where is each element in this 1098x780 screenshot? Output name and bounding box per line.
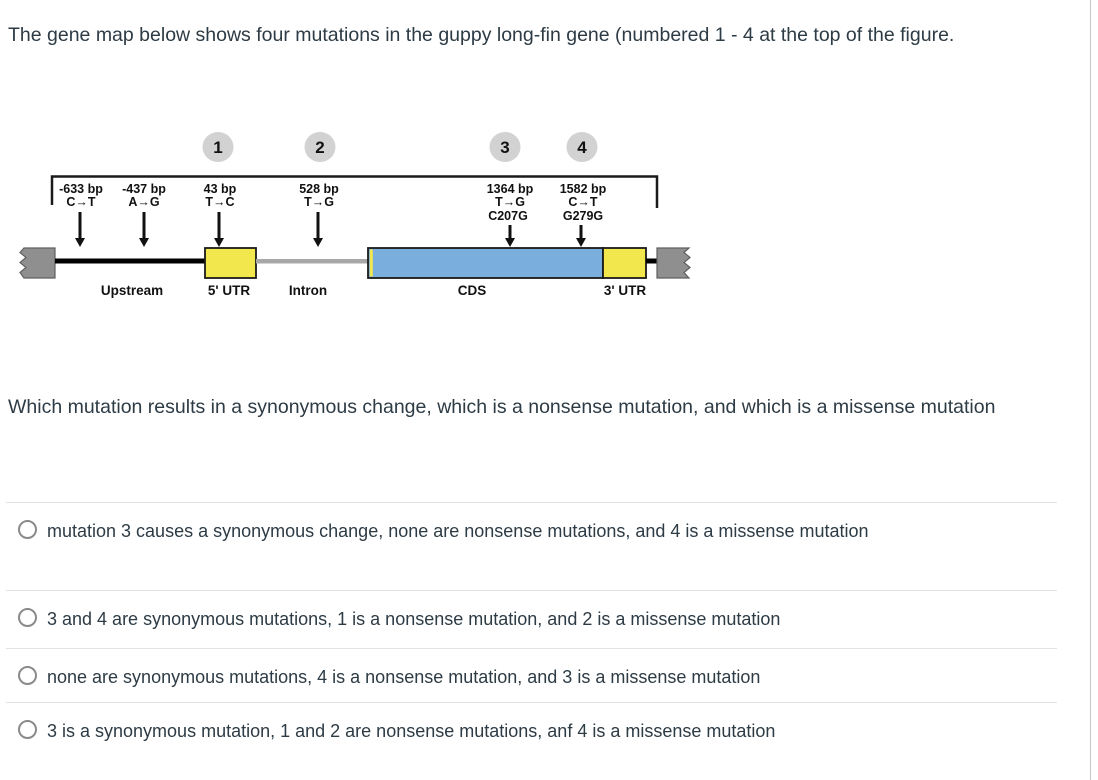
upstream-region-line: [55, 258, 205, 264]
marker-number-2: 2: [315, 138, 324, 157]
mutation-change: T→G: [495, 195, 525, 209]
region-label-intron: Intron: [289, 283, 327, 298]
mutation-labels: -633 bp C→T -437 bp A→G 43 bp T→C 528 bp…: [59, 182, 607, 223]
region-label-3utr: 3' UTR: [604, 283, 646, 298]
mutation-change: A→G: [128, 195, 159, 209]
region-label-cds: CDS: [458, 283, 487, 298]
down-arrow-icon: [313, 212, 323, 247]
mutation-change: C→T: [66, 195, 96, 209]
down-arrow-icon: [139, 212, 149, 247]
mutation-arrows: [75, 212, 586, 247]
flank-left-box: [19, 247, 56, 279]
gene-map-figure: 1 2 3 4 -633 bp C→T -437 bp A→G 43 bp T→…: [19, 132, 691, 298]
region-labels: Upstream 5' UTR Intron CDS 3' UTR: [101, 283, 646, 298]
answer-option-label: mutation 3 causes a synonymous change, n…: [47, 521, 869, 541]
five-prime-utr-box: [204, 247, 257, 279]
down-arrow-icon: [576, 225, 586, 247]
gene-track: [19, 247, 691, 279]
panel-right-border: [1090, 0, 1091, 780]
mutation-position: 1582 bp: [560, 182, 607, 196]
question-intro-text: The gene map below shows four mutations …: [8, 24, 955, 46]
intron-region-line: [256, 259, 369, 264]
marker-circle-3: [489, 132, 521, 162]
region-label-upstream: Upstream: [101, 283, 163, 298]
answer-option-label: none are synonymous mutations, 4 is a no…: [47, 667, 761, 687]
answer-option-label: 3 and 4 are synonymous mutations, 1 is a…: [47, 609, 781, 629]
radio-button[interactable]: [18, 666, 37, 685]
down-arrow-icon: [505, 225, 515, 247]
down-arrow-icon: [214, 212, 224, 247]
mutation-note: G279G: [563, 209, 603, 223]
three-prime-utr-box: [602, 247, 647, 279]
answer-option[interactable]: none are synonymous mutations, 4 is a no…: [6, 648, 1057, 702]
cds-box: [367, 247, 604, 279]
answer-option[interactable]: 3 is a synonymous mutation, 1 and 2 are …: [6, 702, 1057, 760]
gene-span-bracket: [50, 175, 659, 208]
mutation-number-badges: 1 2 3 4: [202, 132, 598, 162]
mutation-position: -437 bp: [122, 182, 166, 196]
cds-start-utr-sliver: [369, 249, 373, 277]
question-text: Which mutation results in a synonymous c…: [8, 396, 996, 418]
answer-option[interactable]: 3 and 4 are synonymous mutations, 1 is a…: [6, 590, 1057, 648]
downstream-line: [646, 258, 657, 264]
down-arrow-icon: [75, 212, 85, 247]
mutation-note: C207G: [488, 209, 528, 223]
mutation-change: T→C: [205, 195, 234, 209]
answer-option-label: 3 is a synonymous mutation, 1 and 2 are …: [47, 721, 776, 741]
marker-number-3: 3: [500, 138, 509, 157]
mutation-position: -633 bp: [59, 182, 103, 196]
mutation-change: T→G: [304, 195, 334, 209]
marker-circle-2: [304, 132, 336, 162]
marker-number-4: 4: [577, 138, 587, 157]
marker-number-1: 1: [213, 138, 222, 157]
mutation-position: 43 bp: [204, 182, 237, 196]
mutation-position: 1364 bp: [487, 182, 534, 196]
flank-right-box: [656, 247, 691, 279]
mutation-change: C→T: [568, 195, 598, 209]
marker-circle-1: [202, 132, 234, 162]
radio-button[interactable]: [18, 608, 37, 627]
region-label-5utr: 5' UTR: [208, 283, 250, 298]
radio-button[interactable]: [18, 720, 37, 739]
answer-option[interactable]: mutation 3 causes a synonymous change, n…: [6, 502, 1057, 590]
mutation-position: 528 bp: [299, 182, 339, 196]
radio-button[interactable]: [18, 520, 37, 539]
marker-circle-4: [566, 132, 598, 162]
